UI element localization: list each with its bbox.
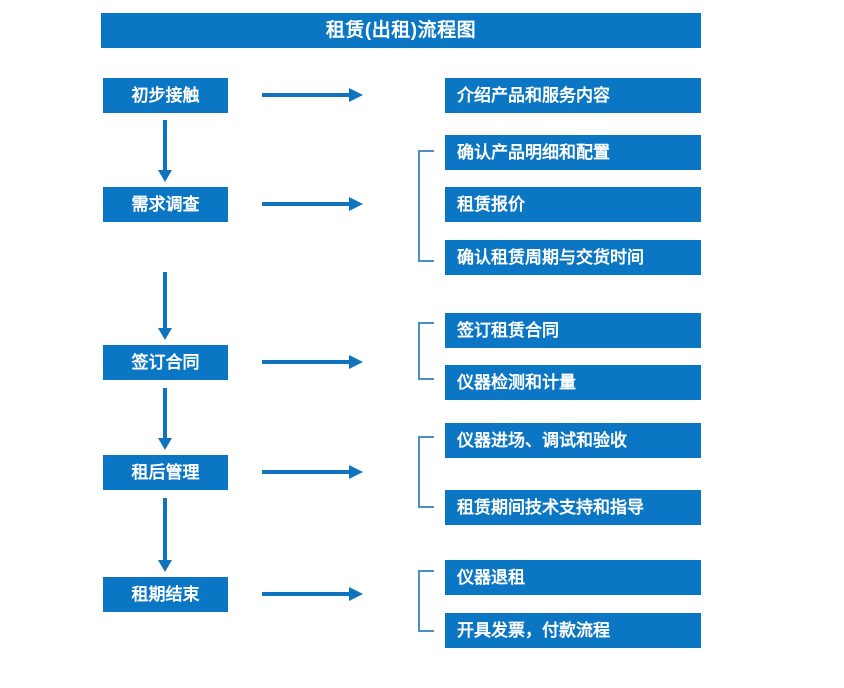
detail-box-8[interactable]: 租赁期间技术支持和指导	[445, 490, 701, 525]
detail-box-10[interactable]: 开具发票，付款流程	[445, 613, 701, 648]
arrow-shaft	[163, 498, 167, 560]
detail-box-5[interactable]: 签订租赁合同	[445, 313, 701, 348]
detail-box-4[interactable]: 确认租赁周期与交货时间	[445, 240, 701, 275]
detail-box-7[interactable]: 仪器进场、调试和验收	[445, 423, 701, 458]
stage-label-2: 需求调查	[131, 195, 200, 214]
arrow-shaft	[163, 120, 167, 170]
detail-box-9[interactable]: 仪器退租	[445, 560, 701, 595]
arrow-head	[349, 355, 363, 369]
detail-box-3[interactable]: 租赁报价	[445, 187, 701, 222]
group-bracket-2	[418, 322, 434, 380]
detail-label-7: 仪器进场、调试和验收	[457, 431, 627, 450]
vertical-arrow-2-to-3	[158, 272, 172, 340]
arrow-shaft	[163, 272, 167, 328]
detail-label-8: 租赁期间技术支持和指导	[457, 498, 644, 517]
detail-box-6[interactable]: 仪器检测和计量	[445, 365, 701, 400]
horizontal-arrow-2	[262, 197, 363, 211]
arrow-shaft	[262, 470, 350, 474]
arrow-shaft	[262, 93, 350, 97]
horizontal-arrow-3	[262, 355, 363, 369]
arrow-head	[349, 88, 363, 102]
detail-label-5: 签订租赁合同	[457, 321, 559, 340]
horizontal-arrow-5	[262, 587, 363, 601]
arrow-head	[158, 170, 172, 182]
detail-label-4: 确认租赁周期与交货时间	[457, 248, 644, 267]
detail-box-2[interactable]: 确认产品明细和配置	[445, 135, 701, 170]
detail-label-9: 仪器退租	[457, 568, 525, 587]
stage-label-1: 初步接触	[131, 86, 200, 105]
group-bracket-4	[418, 570, 434, 632]
vertical-arrow-4-to-5	[158, 498, 172, 572]
arrow-shaft	[163, 388, 167, 438]
arrow-head	[349, 465, 363, 479]
stage-box-5[interactable]: 租期结束	[103, 577, 228, 612]
horizontal-arrow-4	[262, 465, 363, 479]
arrow-shaft	[262, 202, 350, 206]
arrow-head	[349, 587, 363, 601]
flowchart-title-text: 租赁(出租)流程图	[325, 20, 477, 41]
arrow-shaft	[262, 360, 350, 364]
stage-label-4: 租后管理	[131, 463, 200, 482]
stage-box-3[interactable]: 签订合同	[103, 345, 228, 380]
arrow-head	[158, 328, 172, 340]
detail-box-1[interactable]: 介绍产品和服务内容	[445, 78, 701, 113]
group-bracket-1	[418, 150, 434, 262]
horizontal-arrow-1	[262, 88, 363, 102]
detail-label-1: 介绍产品和服务内容	[457, 86, 610, 105]
arrow-head	[158, 438, 172, 450]
stage-box-2[interactable]: 需求调查	[103, 187, 228, 222]
stage-label-5: 租期结束	[131, 585, 200, 604]
arrow-head	[158, 560, 172, 572]
arrow-head	[349, 197, 363, 211]
flowchart-title-banner: 租赁(出租)流程图	[101, 13, 701, 48]
vertical-arrow-1-to-2	[158, 120, 172, 182]
detail-label-2: 确认产品明细和配置	[457, 143, 610, 162]
stage-box-1[interactable]: 初步接触	[103, 78, 228, 113]
stage-box-4[interactable]: 租后管理	[103, 455, 228, 490]
detail-label-3: 租赁报价	[457, 195, 525, 214]
detail-label-6: 仪器检测和计量	[457, 373, 576, 392]
detail-label-10: 开具发票，付款流程	[457, 621, 610, 640]
stage-label-3: 签订合同	[131, 353, 200, 372]
vertical-arrow-3-to-4	[158, 388, 172, 450]
arrow-shaft	[262, 592, 350, 596]
group-bracket-3	[418, 436, 434, 508]
